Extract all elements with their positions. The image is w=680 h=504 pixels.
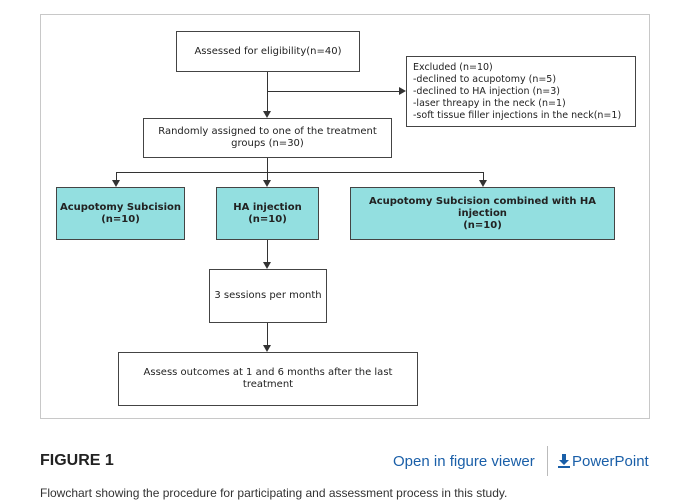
- randomized-box: Randomly assigned to one of the treatmen…: [143, 118, 392, 158]
- group-acupotomy-box: Acupotomy Subcision (n=10): [56, 187, 185, 240]
- group-count: (n=10): [248, 213, 287, 225]
- excluded-title: Excluded (n=10): [413, 62, 493, 73]
- sessions-text: 3 sessions per month: [214, 290, 322, 301]
- figure-caption: Flowchart showing the procedure for part…: [40, 486, 508, 500]
- group-label: Acupotomy Subcision combined with HA inj…: [368, 195, 597, 219]
- powerpoint-label: PowerPoint: [572, 453, 649, 470]
- download-icon: [558, 454, 570, 472]
- group-label: Acupotomy Subcision: [59, 201, 182, 213]
- excluded-item: -laser threapy in the neck (n=1): [413, 98, 566, 109]
- caption-divider: [547, 446, 548, 476]
- group-label: HA injection: [233, 201, 302, 213]
- arrow-to-sessions: [263, 262, 271, 269]
- connector-randomized-down: [267, 158, 268, 172]
- arrow-to-combined: [479, 180, 487, 187]
- randomized-line1: Randomly assigned to one of the treatmen…: [158, 126, 377, 137]
- connector-sessions-to-outcomes: [267, 323, 268, 345]
- arrow-to-acupotomy: [112, 180, 120, 187]
- arrow-to-excluded: [399, 87, 406, 95]
- open-figure-viewer-link[interactable]: Open in figure viewer: [393, 453, 535, 470]
- arrow-to-ha: [263, 180, 271, 187]
- assessed-box: Assessed for eligibility(n=40): [176, 31, 360, 72]
- connector-to-excluded: [267, 91, 399, 92]
- excluded-box: Excluded (n=10) -declined to acupotomy (…: [406, 56, 636, 127]
- outcomes-text: Assess outcomes at 1 and 6 months after …: [143, 367, 393, 390]
- excluded-item: -soft tissue filler injections in the ne…: [413, 110, 622, 121]
- arrow-to-outcomes: [263, 345, 271, 352]
- sessions-box: 3 sessions per month: [209, 269, 327, 323]
- figure-label: FIGURE 1: [40, 452, 114, 469]
- connector-ha-to-sessions: [267, 240, 268, 262]
- connector-branch-horizontal: [116, 172, 484, 173]
- group-ha-box: HA injection (n=10): [216, 187, 319, 240]
- assessed-text: Assessed for eligibility(n=40): [194, 45, 342, 57]
- connector-branch-left: [116, 172, 117, 180]
- group-count: (n=10): [463, 219, 502, 231]
- outcomes-box: Assess outcomes at 1 and 6 months after …: [118, 352, 418, 406]
- connector-branch-middle: [267, 172, 268, 180]
- group-combined-box: Acupotomy Subcision combined with HA inj…: [350, 187, 615, 240]
- connector-branch-right: [483, 172, 484, 180]
- arrow-to-randomized: [263, 111, 271, 118]
- randomized-line2: groups (n=30): [231, 138, 304, 149]
- excluded-list: Excluded (n=10) -declined to acupotomy (…: [413, 62, 621, 122]
- group-count: (n=10): [101, 213, 140, 225]
- excluded-item: -declined to HA injection (n=3): [413, 86, 560, 97]
- powerpoint-link[interactable]: PowerPoint: [558, 453, 649, 472]
- excluded-item: -declined to acupotomy (n=5): [413, 74, 557, 85]
- caption-row: FIGURE 1 Open in figure viewer PowerPoin…: [40, 446, 651, 476]
